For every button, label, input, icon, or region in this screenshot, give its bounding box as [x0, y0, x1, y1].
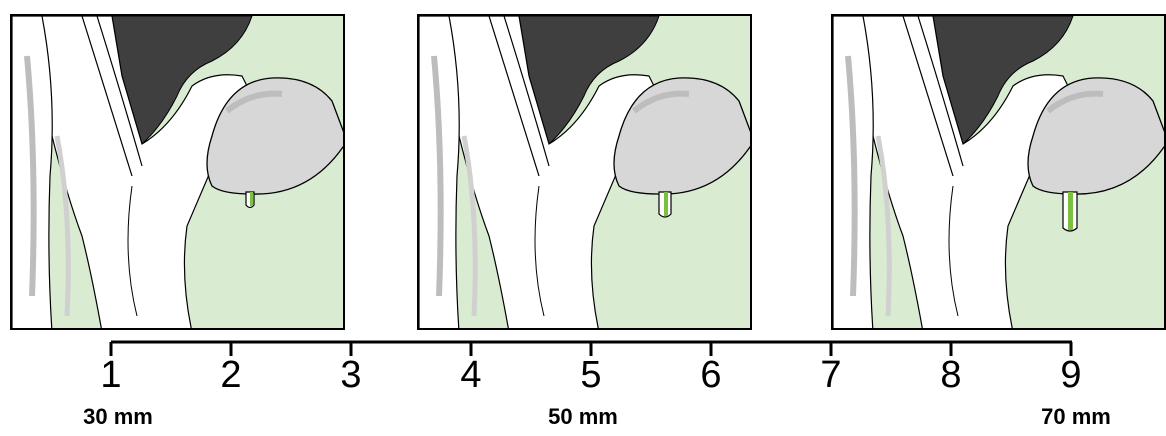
length-label-30mm: 30 mm [83, 406, 153, 428]
teat-highlight [1068, 192, 1073, 230]
cow-udder-illustration [833, 16, 1166, 330]
tick-label-7: 7 [820, 356, 841, 394]
teat-highlight [250, 192, 253, 206]
tick-label-9: 9 [1060, 356, 1081, 394]
tick-label-6: 6 [700, 356, 721, 394]
cow-udder-illustration [12, 16, 345, 330]
tick-label-2: 2 [220, 356, 241, 394]
illustration-panel-70mm [831, 14, 1166, 330]
length-label-50mm: 50 mm [548, 406, 618, 428]
illustration-panel-30mm [10, 14, 345, 330]
length-label-70mm: 70 mm [1041, 406, 1111, 428]
teat-highlight [664, 192, 668, 216]
cow-udder-illustration [419, 16, 752, 330]
tick-label-4: 4 [460, 356, 481, 394]
tick-label-8: 8 [940, 356, 961, 394]
tick-label-1: 1 [100, 356, 121, 394]
illustration-panel-50mm [417, 14, 752, 330]
tick-label-5: 5 [580, 356, 601, 394]
tick-label-3: 3 [340, 356, 361, 394]
